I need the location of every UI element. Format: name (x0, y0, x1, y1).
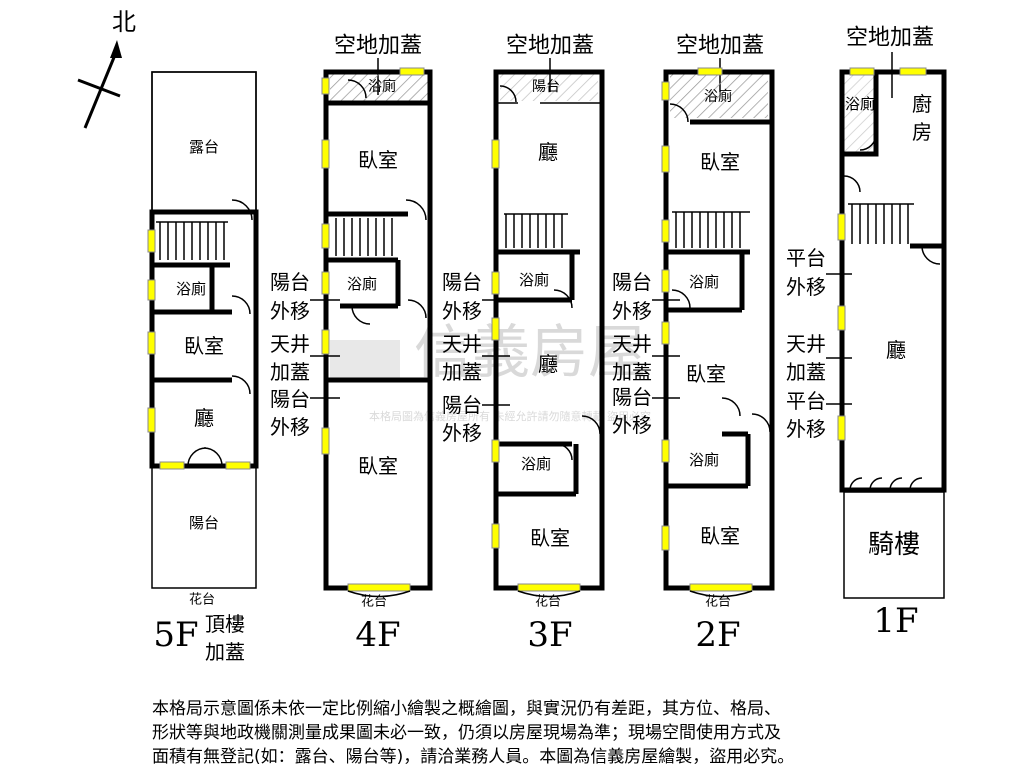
svg-text:平台: 平台 (786, 389, 826, 413)
svg-text:外移: 外移 (442, 299, 482, 323)
room-balcony-label: 陽台 (189, 514, 219, 532)
room-kitchen-2-label: 房 (912, 120, 932, 144)
room-hall-top-label: 廳 (538, 140, 558, 164)
room-bath-mid-label: 浴廁 (347, 275, 377, 293)
svg-text:加蓋: 加蓋 (612, 360, 652, 384)
svg-text:陽台: 陽台 (612, 385, 652, 409)
floor-3f-plan: 空地加蓋 陽台 廳 浴廁 廳 浴廁 臥室 花 (442, 34, 605, 655)
disclaimer: 本格局示意圖係未依一定比例縮小繪製之概繪圖，與實況仍有差距，其方位、格局、 形狀… (152, 697, 912, 769)
north-label: 北 (112, 8, 136, 36)
room-bath-top-label: 浴廁 (704, 88, 732, 105)
svg-text:陽台: 陽台 (612, 270, 652, 294)
svg-text:陽台: 陽台 (442, 270, 482, 294)
room-balcony-top-label: 陽台 (532, 79, 560, 95)
room-bedroom-top-label: 臥室 (700, 150, 740, 174)
disclaimer-line: 本格局示意圖係未依一定比例縮小繪製之概繪圖，與實況仍有差距，其方位、格局、 (152, 699, 781, 719)
room-bedroom-label: 臥室 (530, 526, 570, 550)
svg-text:陽台: 陽台 (270, 270, 310, 294)
room-bath-label: 浴廁 (176, 280, 206, 298)
room-terrace-label: 露台 (189, 138, 219, 156)
disclaimer-line: 面積有無登記(如：露台、陽台等)，請洽業務人員。本圖為信義房屋繪製，盜用必究。 (152, 747, 795, 767)
svg-text:加蓋: 加蓋 (786, 360, 826, 384)
floor-5f-sub2: 加蓋 (205, 640, 245, 664)
floor-2f-name: 2F (695, 615, 740, 655)
svg-text:加蓋: 加蓋 (442, 360, 482, 384)
room-bedroom-top-label: 臥室 (358, 148, 398, 172)
svg-text:外移: 外移 (612, 299, 652, 323)
room-bedroom-mid-label: 臥室 (686, 362, 726, 386)
svg-text:本格局圖為信義房屋所有 未經允許請勿隨意轉載 盜用必究: 本格局圖為信義房屋所有 未經允許請勿隨意轉載 盜用必究 (369, 409, 651, 423)
floor-3f-name: 3F (527, 615, 572, 655)
floor-4f-name: 4F (355, 615, 400, 655)
floor-5f-sub1: 頂樓 (205, 612, 245, 636)
room-hall-label: 廳 (194, 406, 214, 430)
room-bath-top-label: 浴廁 (368, 78, 396, 95)
room-hall-mid-label: 廳 (538, 352, 558, 376)
svg-text:外移: 外移 (786, 417, 826, 441)
room-bath-low-label: 浴廁 (521, 455, 551, 473)
watermark: 信義房屋 本格局圖為信義房屋所有 未經允許請勿隨意轉載 盜用必究 (330, 318, 651, 423)
floor-4f-plan: 空地加蓋 浴廁 臥室 浴廁 臥室 花台 4F (270, 34, 433, 655)
floor-1f-plan: 空地加蓋 浴廁 廚 房 廳 騎樓 1F 平台 外移 天井 (786, 26, 947, 641)
north-arrow-icon: 北 (77, 8, 136, 129)
svg-text:天井: 天井 (270, 332, 310, 356)
svg-text:天井: 天井 (442, 332, 482, 356)
arcade-label: 騎樓 (868, 530, 920, 560)
floor-2f-plan: 空地加蓋 浴廁 臥室 浴廁 (612, 34, 775, 655)
svg-text:陽台: 陽台 (442, 393, 482, 417)
svg-text:加蓋: 加蓋 (270, 360, 310, 384)
disclaimer-line: 形狀等與地政機關測量成果圖未必一致，仍須以房屋現場為準；現場空間使用方式及 (152, 723, 781, 743)
planter-label: 花台 (535, 594, 561, 610)
svg-text:外移: 外移 (270, 299, 310, 323)
room-bedroom-label: 臥室 (184, 334, 224, 358)
svg-text:天井: 天井 (612, 332, 652, 356)
svg-text:外移: 外移 (442, 421, 482, 445)
room-bedroom-bottom-label: 臥室 (700, 524, 740, 548)
room-kitchen-1-label: 廚 (912, 92, 932, 116)
planter-label: 花台 (705, 594, 731, 610)
room-bedroom-bottom-label: 臥室 (358, 454, 398, 478)
svg-text:天井: 天井 (786, 332, 826, 356)
top-note: 空地加蓋 (334, 34, 422, 59)
room-bath-mid-label: 浴廁 (689, 273, 719, 291)
floor-5f-name: 5F (153, 615, 198, 655)
floor-1f-name: 1F (873, 601, 918, 641)
svg-text:外移: 外移 (786, 275, 826, 299)
svg-text:陽台: 陽台 (270, 387, 310, 411)
svg-text:信義房屋: 信義房屋 (414, 318, 646, 386)
svg-text:外移: 外移 (270, 415, 310, 439)
room-bath-low-label: 浴廁 (689, 451, 719, 469)
top-note: 空地加蓋 (506, 34, 594, 59)
top-note: 空地加蓋 (846, 26, 934, 51)
planter-label: 花台 (361, 594, 387, 610)
room-bath-label: 浴廁 (845, 95, 875, 113)
svg-text:平台: 平台 (786, 246, 826, 270)
room-bath-mid-label: 浴廁 (519, 271, 549, 289)
floor-5f-plan: 露台 浴廁 臥室 廳 陽台 花台 5F 頂樓 加蓋 (147, 71, 259, 664)
planter-label: 花台 (189, 592, 215, 608)
room-hall-label: 廳 (886, 338, 906, 362)
svg-text:外移: 外移 (612, 413, 652, 437)
top-note: 空地加蓋 (676, 34, 764, 59)
